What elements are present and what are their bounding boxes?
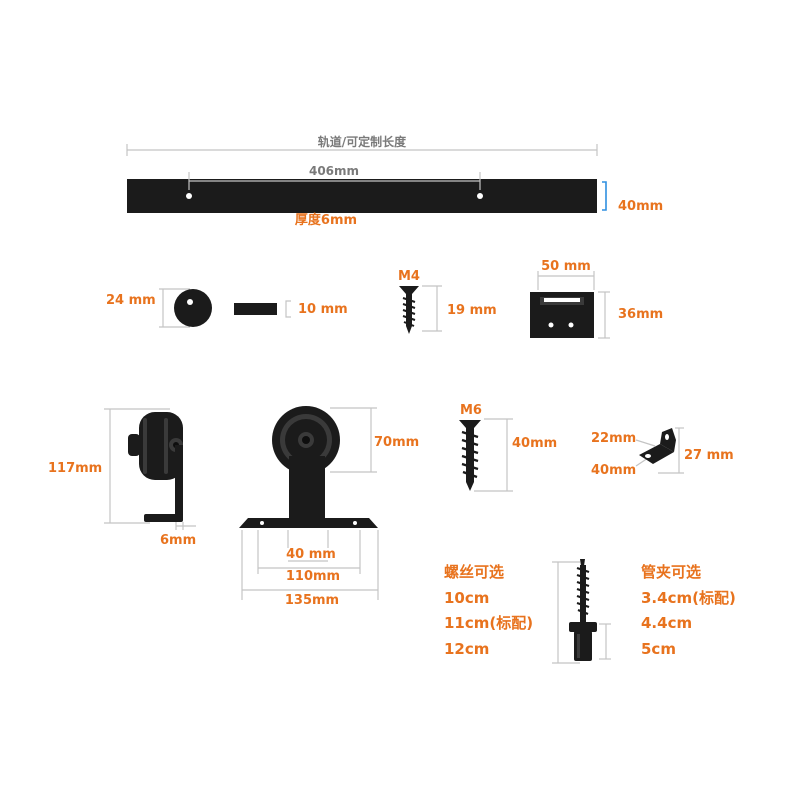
screw-m4-length-label: 19 mm (447, 303, 497, 318)
clamp-option-item: 3.4cm(标配) (641, 589, 736, 607)
roller-bracket (175, 445, 183, 518)
clamp-option-item: 4.4cm (641, 614, 692, 632)
screw-m6-length-label: 40mm (512, 436, 557, 451)
roller-wheel (139, 412, 183, 480)
pipe-clamp-flange (569, 622, 597, 632)
screw-m4-group: M4 19 mm (398, 269, 497, 334)
lag-screw-shaft (580, 565, 586, 623)
clamp-options-group: 管夹可选 3.4cm(标配) 4.4cm 5cm (641, 563, 736, 658)
rail-height-dimension (602, 181, 607, 211)
bracket-upright (660, 428, 676, 452)
rail-spacing-label: 406mm (309, 164, 359, 178)
stopper-disc (174, 289, 212, 327)
screw-options-title: 螺丝可选 (444, 563, 504, 581)
rail-bar (127, 179, 597, 213)
clamp-options-title: 管夹可选 (641, 563, 701, 581)
rail-hole-left (186, 193, 192, 199)
spacer-group: 10 mm (234, 300, 348, 318)
rail-thickness-label: 厚度6mm (295, 212, 357, 228)
roller-height-label: 117mm (48, 461, 102, 476)
screw-options-group: 螺丝可选 10cm 11cm(标配) 12cm (444, 559, 611, 664)
rail-hole-right (477, 193, 483, 199)
hanger-group: 70mm 40 mm 110mm 135mm (239, 406, 419, 608)
rail-length-label: 轨道/可定制长度 (318, 134, 407, 149)
rail-height-label: 40mm (618, 199, 663, 214)
screw-m6-head (459, 420, 481, 428)
hanger-width-small-label: 40 mm (286, 547, 336, 562)
guide-group: 50 mm 36mm (530, 259, 663, 339)
bracket-group: 22mm 40mm 27 mm (591, 427, 734, 478)
spacer-bar (234, 303, 277, 315)
screw-option-item: 11cm(标配) (444, 614, 533, 632)
clamp-option-item: 5cm (641, 640, 676, 658)
bracket-length-label: 40mm (591, 463, 636, 478)
screw-option-item: 10cm (444, 589, 489, 607)
bracket-width-label: 22mm (591, 431, 636, 446)
screw-m6-size-label: M6 (460, 403, 482, 418)
screw-option-item: 12cm (444, 640, 489, 658)
spacer-length-label: 10 mm (298, 302, 348, 317)
pipe-clamp-sleeve (574, 631, 592, 661)
roller-thickness-label: 6mm (160, 533, 196, 548)
hanger-width-full-label: 135mm (285, 593, 339, 608)
guide-height-label: 36mm (618, 307, 663, 322)
screw-m4-size-label: M4 (398, 269, 420, 284)
stopper-hole (187, 299, 193, 305)
hanger-base-plate (239, 518, 378, 528)
rail-group: 轨道/可定制长度 406mm 40mm 厚度6mm (126, 134, 663, 228)
lag-screw-tip (580, 559, 585, 566)
hanger-width-mid-label: 110mm (286, 569, 340, 584)
screw-m6-group: M6 40mm (459, 403, 557, 492)
hanger-strap (289, 456, 325, 522)
guide-width-label: 50 mm (541, 259, 591, 274)
roller-group: 117mm 6mm (48, 408, 196, 548)
spacer-dimension (285, 300, 291, 318)
stopper-diameter-label: 24 mm (106, 293, 156, 308)
bracket-height-label: 27 mm (684, 448, 734, 463)
bracket-base (639, 444, 674, 464)
screw-m4-head (399, 286, 419, 294)
hanger-wheel-height-label: 70mm (374, 435, 419, 450)
stopper-group: 24 mm (106, 288, 212, 328)
